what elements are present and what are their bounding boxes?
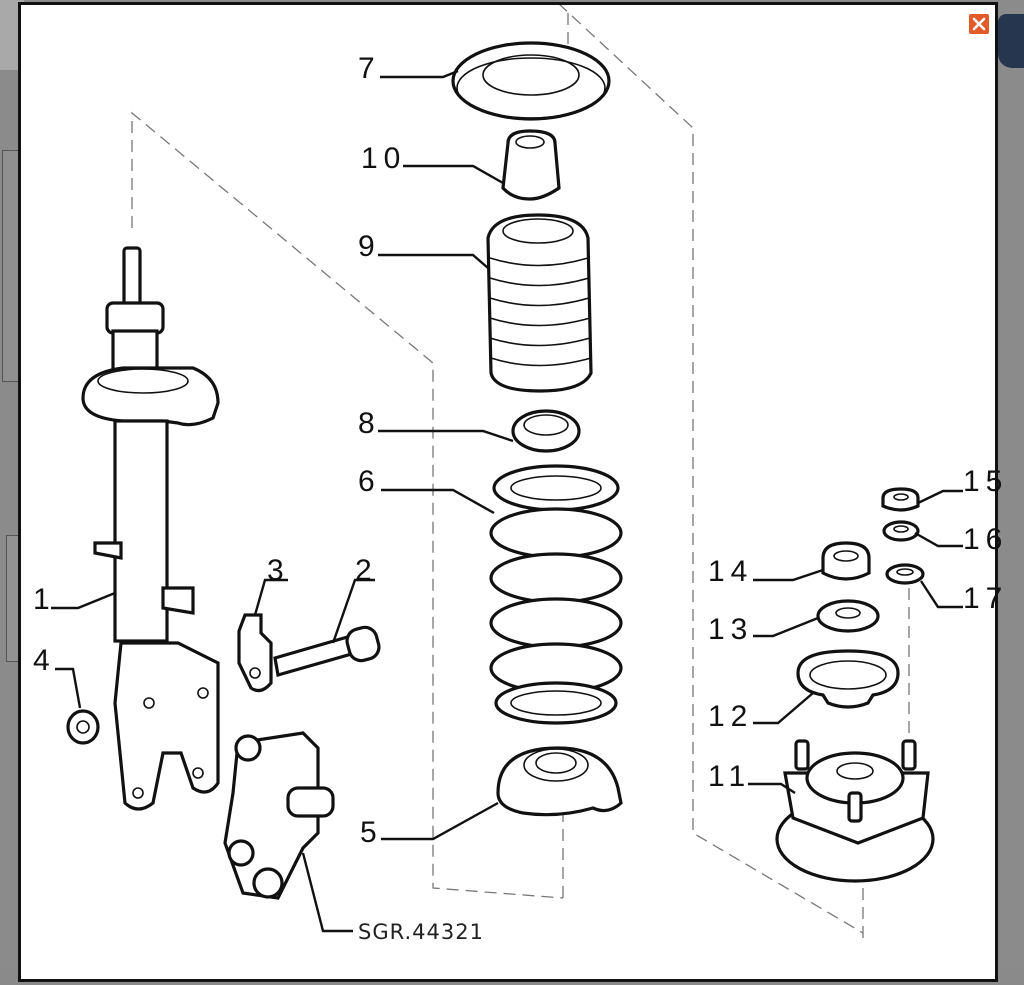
part-17-flat-washer[interactable] (885, 563, 925, 585)
callout-6: 6 (358, 465, 381, 498)
callout-13: 13 (708, 613, 753, 646)
part-4-nut[interactable] (66, 709, 100, 745)
part-7-upper-spring-seat[interactable] (451, 41, 611, 121)
callout-15: 15 (963, 465, 1001, 498)
callout-12: 12 (708, 700, 753, 733)
callout-2: 2 (355, 554, 378, 587)
part-14-lock-nut[interactable] (821, 541, 871, 581)
callout-8: 8 (358, 407, 381, 440)
reference-code: SGR.44321 (358, 920, 484, 944)
callout-11: 11 (708, 760, 751, 793)
part-9-dust-boot[interactable] (486, 213, 593, 393)
callout-labels: 1 2 3 4 5 6 7 8 9 10 11 12 13 14 15 16 1… (33, 52, 1001, 944)
callout-10: 10 (361, 142, 406, 175)
part-2-bolt[interactable] (273, 625, 382, 678)
part-3-bracket[interactable] (237, 613, 273, 693)
close-button[interactable] (969, 14, 989, 34)
callout-16: 16 (963, 523, 1001, 556)
part-11-top-mount[interactable] (775, 739, 935, 883)
callout-1: 1 (33, 583, 56, 616)
exploded-parts-diagram: 1 2 3 4 5 6 7 8 9 10 11 12 13 14 15 16 1… (33, 5, 1001, 944)
callout-14: 14 (708, 555, 753, 588)
callout-3: 3 (267, 554, 290, 587)
leader-lines (51, 69, 963, 933)
part-8-spacer-ring[interactable] (511, 409, 581, 453)
brand-logo-icon (998, 14, 1024, 68)
part-12-cup[interactable] (796, 649, 900, 709)
part-5-lower-spring-seat[interactable] (496, 746, 623, 817)
steering-knuckle[interactable] (223, 731, 335, 900)
callout-5: 5 (360, 816, 383, 849)
part-1-strut[interactable] (81, 246, 220, 811)
callout-17: 17 (963, 582, 1001, 615)
part-10-bump-stop[interactable] (501, 129, 561, 201)
part-6-coil-spring[interactable] (489, 464, 623, 725)
callout-4: 4 (33, 644, 56, 677)
part-15-nut[interactable] (881, 487, 920, 512)
close-icon (972, 17, 986, 31)
callout-9: 9 (358, 230, 381, 263)
part-16-spring-washer[interactable] (882, 520, 920, 542)
callout-7: 7 (358, 52, 381, 85)
part-13-washer[interactable] (816, 599, 880, 633)
image-viewer-modal: 1 2 3 4 5 6 7 8 9 10 11 12 13 14 15 16 1… (18, 2, 1001, 982)
